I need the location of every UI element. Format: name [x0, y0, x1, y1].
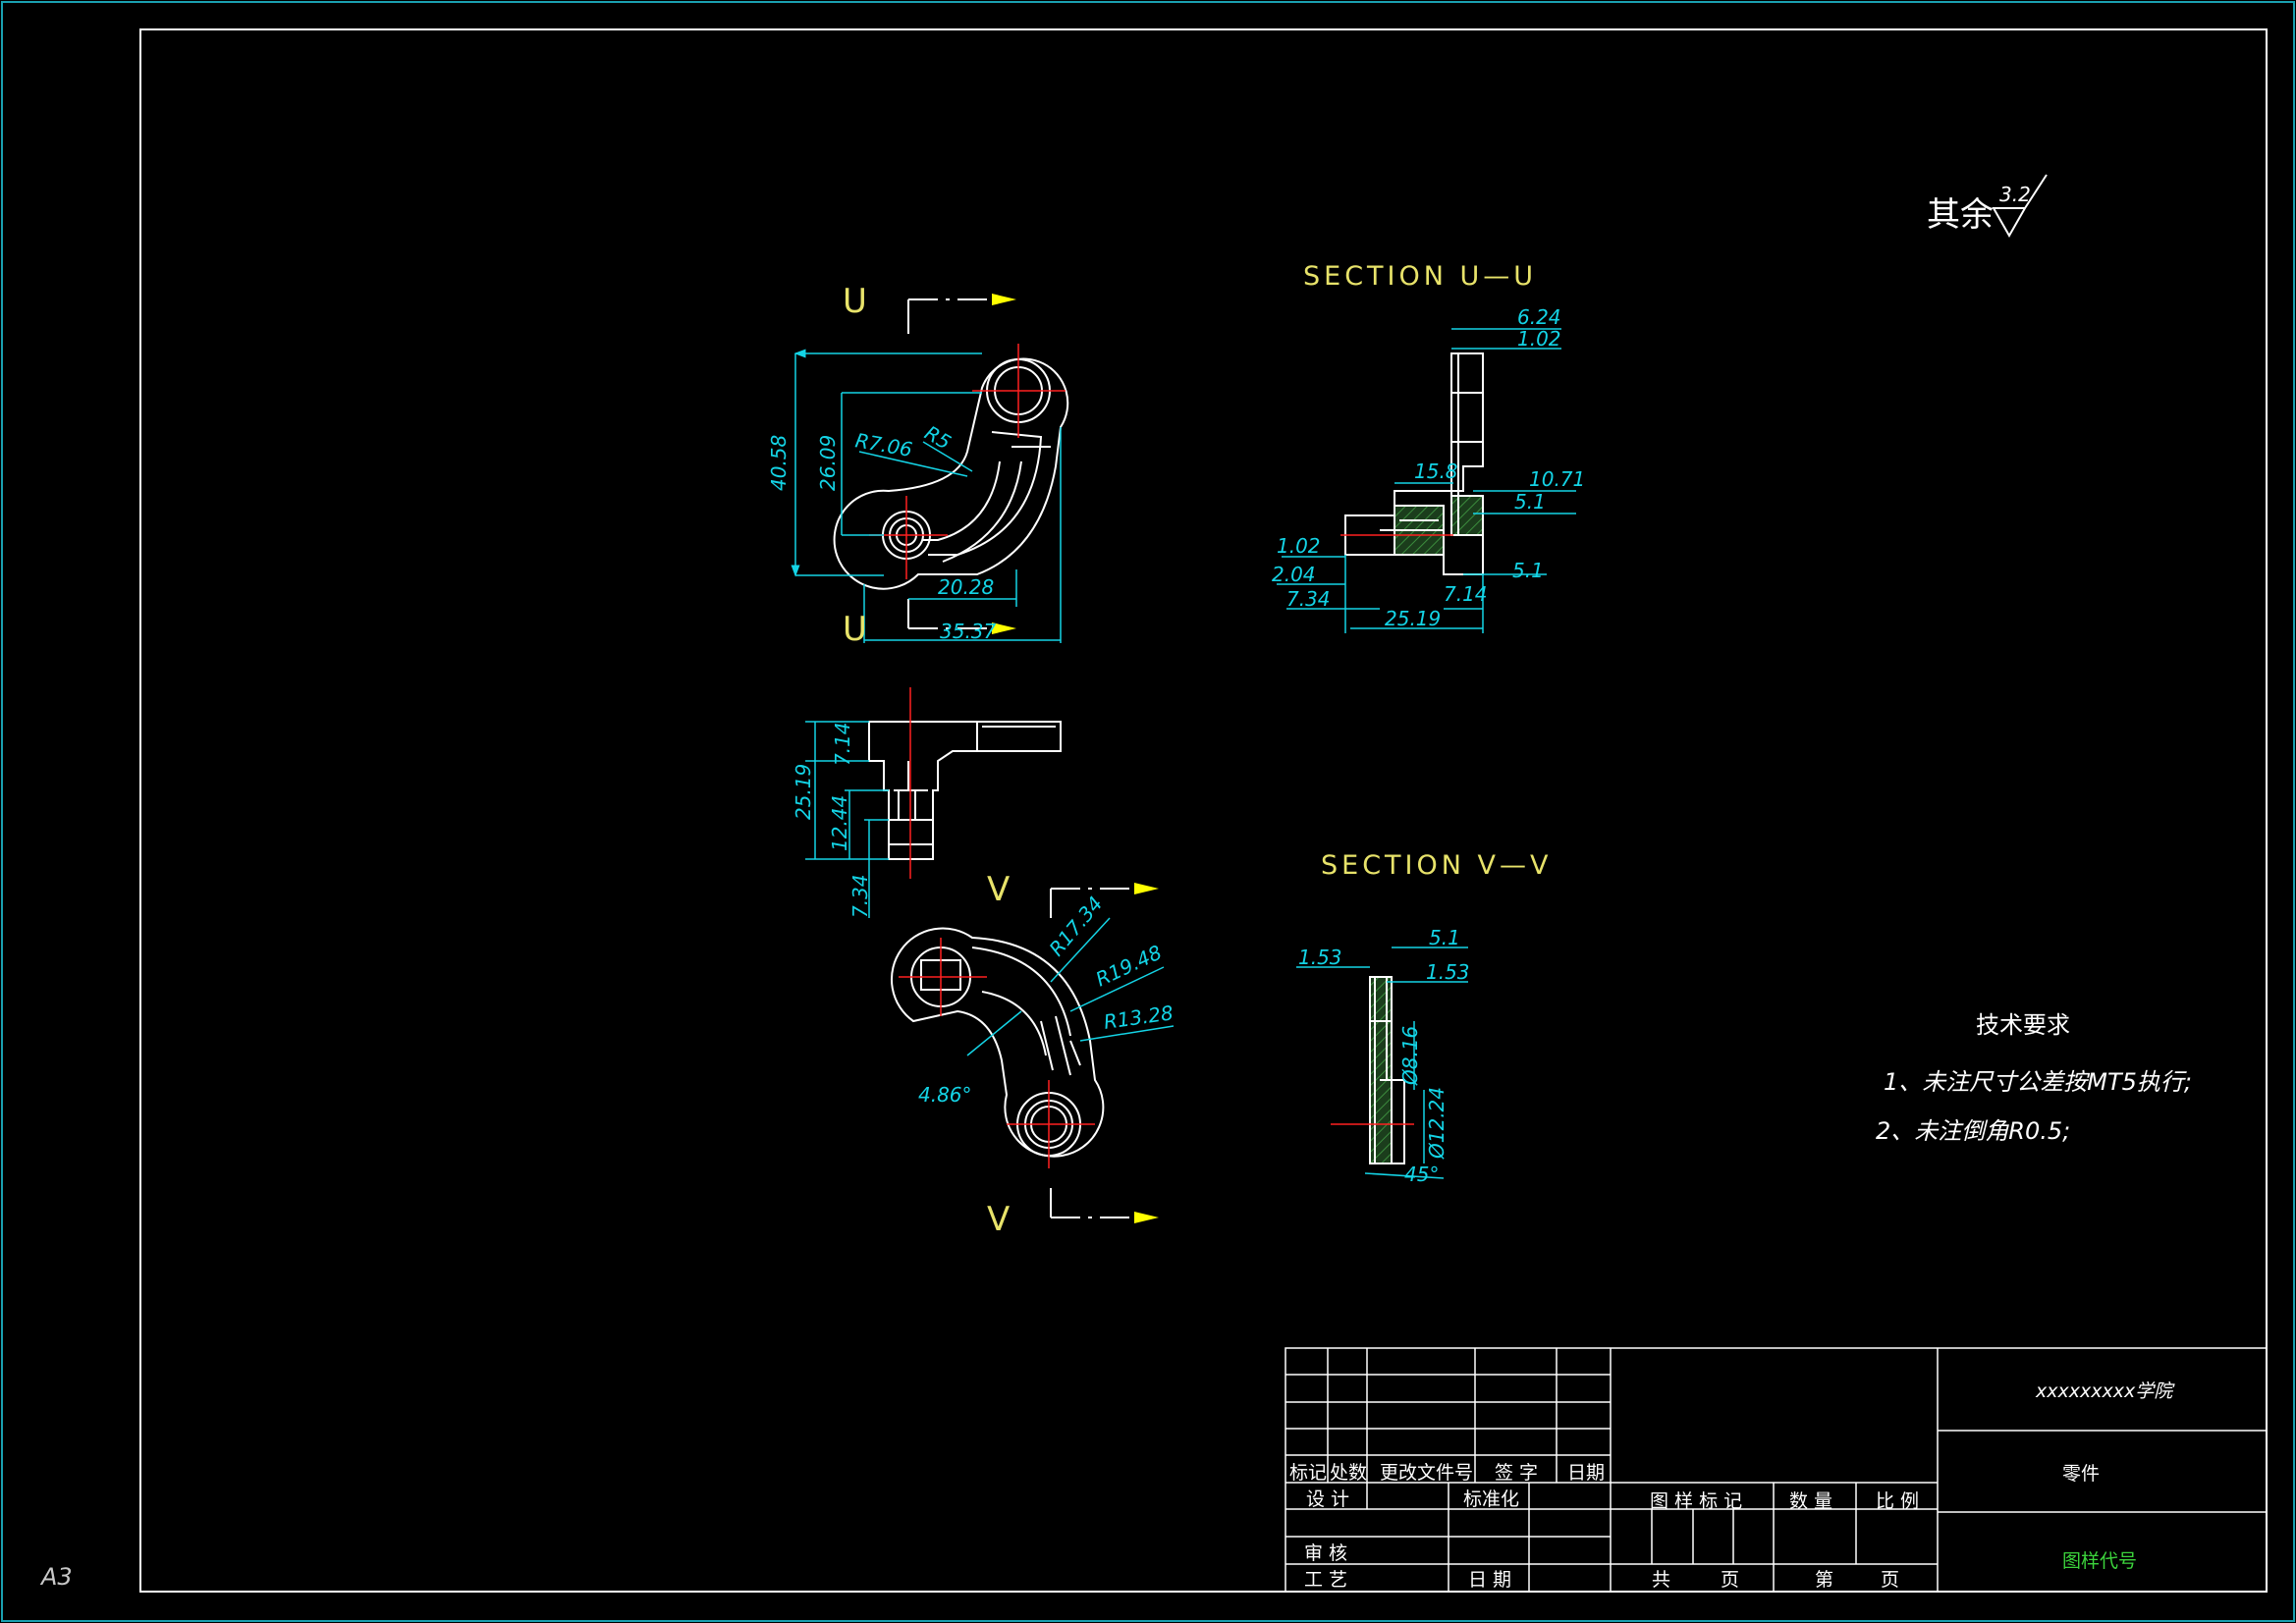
- tb-sheet-word-1: 页: [1721, 1569, 1739, 1591]
- tb-drawing-code: 图样代号: [2062, 1550, 2137, 1572]
- tech-req-item-2: 2、未注倒角R0.5;: [1876, 1117, 2070, 1145]
- rev-header-date: 日期: [1567, 1462, 1605, 1484]
- tb-quantity: 数 量: [1789, 1490, 1832, 1512]
- section-vv-title: SECTION V—V: [1321, 850, 1552, 881]
- dim-bottom-3: R13.28: [1102, 1001, 1175, 1034]
- dim-side-4: 7.34: [848, 874, 872, 918]
- rev-header-sign: 签 字: [1495, 1462, 1538, 1484]
- dim-uu-8: 7.34: [1286, 587, 1331, 611]
- tb-school: xxxxxxxxx学院: [2035, 1380, 2175, 1402]
- tech-req-title: 技术要求: [1976, 1011, 2070, 1039]
- dim-uu-10: 7.14: [1444, 582, 1488, 606]
- top-view-dim-text: 40.58 26.09 R7.06 R5 20.28 35.37: [767, 421, 997, 643]
- dim-uu-9: 5.1: [1512, 559, 1544, 582]
- dim-vv-1: 5.1: [1429, 926, 1460, 949]
- tb-part: 零件: [2062, 1463, 2100, 1485]
- section-arrow-icon: [992, 294, 1016, 305]
- tb-date: 日 期: [1468, 1569, 1511, 1591]
- tb-drawing-mark: 图 样 标 记: [1650, 1490, 1742, 1512]
- dim-vv-2: 1.53: [1298, 946, 1342, 969]
- section-uu-title: SECTION U—U: [1303, 261, 1537, 292]
- dim-top-5: 20.28: [938, 575, 994, 599]
- tb-process: 工 艺: [1304, 1569, 1347, 1591]
- surface-finish-value: 3.2: [1999, 183, 2031, 206]
- title-block-text: 标记 处数 更改文件号 签 字 日期 设 计 标准化 审 核 工 艺 日 期 图…: [1289, 1380, 2175, 1591]
- section-uu-dim-text: 6.24 1.02 15.8 10.71 5.1 1.02 2.04 7.34 …: [1272, 305, 1585, 630]
- dim-uu-7: 2.04: [1272, 563, 1316, 586]
- dim-vv-6: 45°: [1404, 1163, 1439, 1186]
- dim-vv-4: Ø8.16: [1398, 1026, 1422, 1086]
- bottom-view: [891, 883, 1159, 1223]
- roughness-icon: [1992, 174, 2048, 239]
- top-view-dims: [795, 353, 1062, 643]
- dim-uu-4: 10.71: [1529, 467, 1585, 491]
- section-vv-drawing: [1331, 976, 1414, 1164]
- section-vv-dim-text: 5.1 1.53 1.53 Ø8.16 Ø12.24 45°: [1298, 926, 1470, 1186]
- rev-header-count: 处数: [1330, 1462, 1367, 1484]
- tb-design: 设 计: [1306, 1488, 1349, 1510]
- dim-vv-5: Ø12.24: [1425, 1087, 1449, 1160]
- section-arrow-icon: [1134, 883, 1159, 894]
- dim-side-3: 12.44: [828, 795, 851, 851]
- section-mark-u-top: U: [843, 282, 867, 321]
- top-view: [833, 294, 1069, 634]
- section-arrow-icon: [1134, 1212, 1159, 1223]
- section-vv-dims: [1296, 947, 1468, 1179]
- dim-uu-6: 1.02: [1277, 534, 1321, 558]
- tb-standardize: 标准化: [1463, 1488, 1519, 1510]
- section-mark-v-bottom: V: [987, 1200, 1010, 1239]
- dim-vv-3: 1.53: [1426, 960, 1470, 984]
- surface-finish-label: 其余: [1927, 195, 1994, 235]
- tb-sheet-word-2: 页: [1881, 1569, 1899, 1591]
- dim-uu-3: 15.8: [1414, 460, 1458, 483]
- dim-bottom-4: 4.86°: [918, 1083, 972, 1107]
- tb-review: 审 核: [1304, 1542, 1347, 1564]
- dim-top-3: R7.06: [853, 428, 914, 461]
- surface-finish-note: 其余 3.2: [1927, 174, 2048, 239]
- dim-uu-1: 6.24: [1517, 305, 1561, 329]
- sheet-inner-border: [139, 28, 2268, 1593]
- tech-req-item-1: 1、未注尺寸公差按MT5执行;: [1884, 1068, 2192, 1096]
- side-view-dim-text: 7.14 25.19 12.44 7.34: [792, 722, 872, 918]
- dim-top-1: 40.58: [767, 435, 791, 491]
- dim-side-1: 7.14: [831, 722, 854, 766]
- dim-uu-5: 5.1: [1514, 490, 1546, 514]
- section-arrow-icon: [992, 622, 1016, 634]
- title-block: [1285, 1347, 2268, 1593]
- dim-side-2: 25.19: [792, 764, 815, 820]
- dim-top-6: 35.37: [940, 620, 997, 643]
- section-uu-drawing: [1340, 352, 1484, 575]
- technical-requirements: 技术要求 1、未注尺寸公差按MT5执行; 2、未注倒角R0.5;: [1876, 1011, 2192, 1145]
- sheet-size-label: A3: [39, 1563, 73, 1591]
- side-view: [868, 687, 1062, 879]
- side-view-dims: [805, 721, 889, 918]
- section-mark-u-bottom: U: [843, 610, 867, 649]
- tb-total: 共: [1652, 1569, 1670, 1591]
- section-uu-dims: [1277, 328, 1576, 633]
- rev-header-mark: 标记: [1289, 1462, 1327, 1484]
- section-mark-v-top: V: [987, 870, 1010, 909]
- bottom-view-dims: [966, 917, 1175, 1056]
- dim-uu-2: 1.02: [1517, 327, 1561, 351]
- dim-top-2: 26.09: [816, 435, 840, 491]
- tb-nth: 第: [1815, 1569, 1833, 1591]
- dim-top-4: R5: [921, 421, 956, 455]
- dim-bottom-1: R17.34: [1044, 892, 1107, 960]
- dim-uu-11: 25.19: [1385, 607, 1441, 630]
- rev-header-doc: 更改文件号: [1380, 1462, 1473, 1484]
- bottom-view-dim-text: R17.34 R19.48 R13.28 4.86°: [918, 892, 1175, 1107]
- tb-scale: 比 例: [1876, 1490, 1919, 1512]
